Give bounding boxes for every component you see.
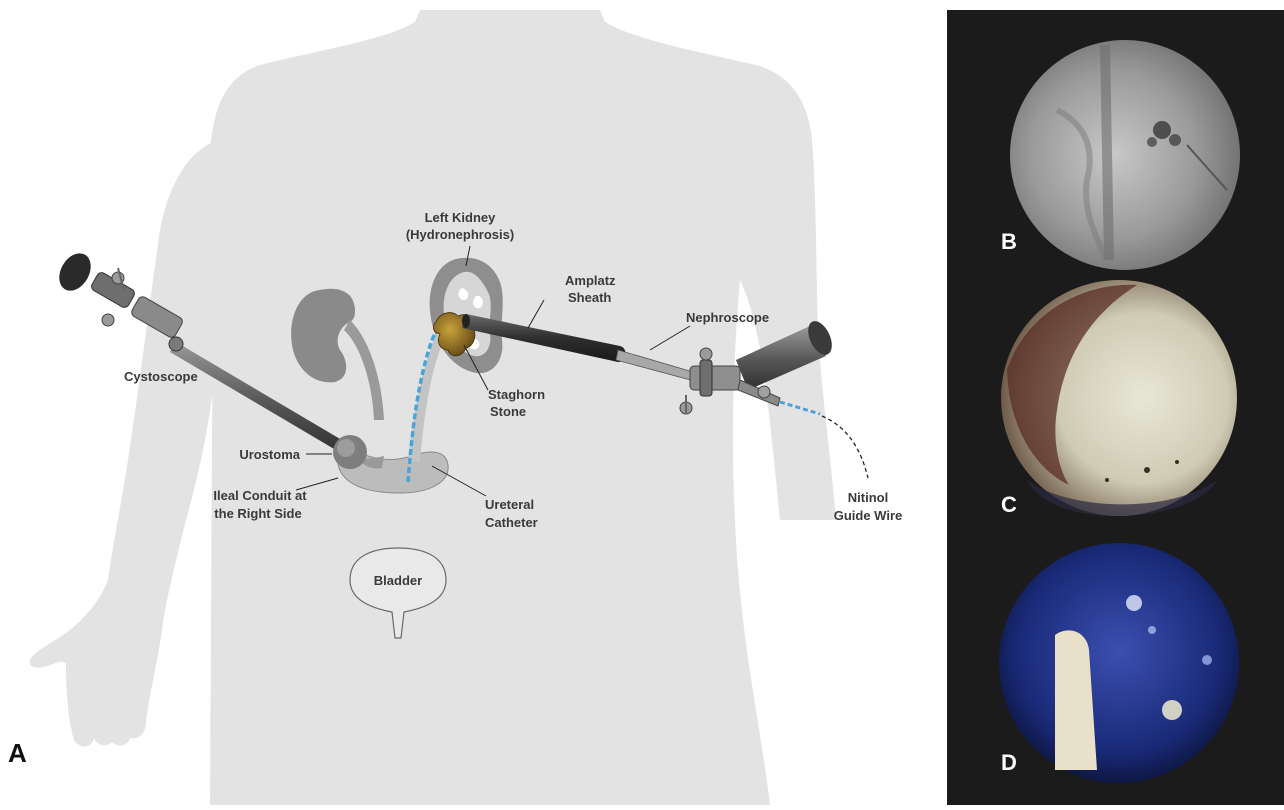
image-b-fluoroscopy: B [1001,40,1240,270]
label-ileal-conduit: Ileal Conduit at [213,488,307,503]
label-hydronephrosis: (Hydronephrosis) [406,227,514,242]
endoscopic-images-panel: B C D [947,10,1284,805]
panel-letter-a: A [8,738,27,768]
label-urostoma: Urostoma [239,447,300,462]
label-guide-wire: Guide Wire [834,508,903,523]
panel-letter-c: C [1001,492,1017,517]
label-cystoscope: Cystoscope [124,369,198,384]
image-d-blue-view: D [999,543,1239,783]
label-catheter: Catheter [485,515,538,530]
panel-letter-b: B [1001,229,1017,254]
image-c-stone-view: C [1001,280,1237,517]
label-ureteral: Ureteral [485,497,534,512]
label-stone: Stone [490,404,526,419]
label-staghorn: Staghorn [488,387,545,402]
label-left-kidney: Left Kidney [425,210,497,225]
urostoma [333,435,367,469]
panel-letter-d: D [1001,750,1017,775]
endoscopic-images: B C D [947,10,1284,805]
label-sheath: Sheath [568,290,611,305]
body-silhouette [30,10,836,805]
label-bladder: Bladder [374,573,422,588]
label-amplatz: Amplatz [565,273,616,288]
label-nephroscope: Nephroscope [686,310,769,325]
label-nitinol: Nitinol [848,490,888,505]
label-right-side: the Right Side [214,506,301,521]
diagram-panel-a: Cystoscope Left Kidney (Hydronephrosis) … [0,0,945,805]
